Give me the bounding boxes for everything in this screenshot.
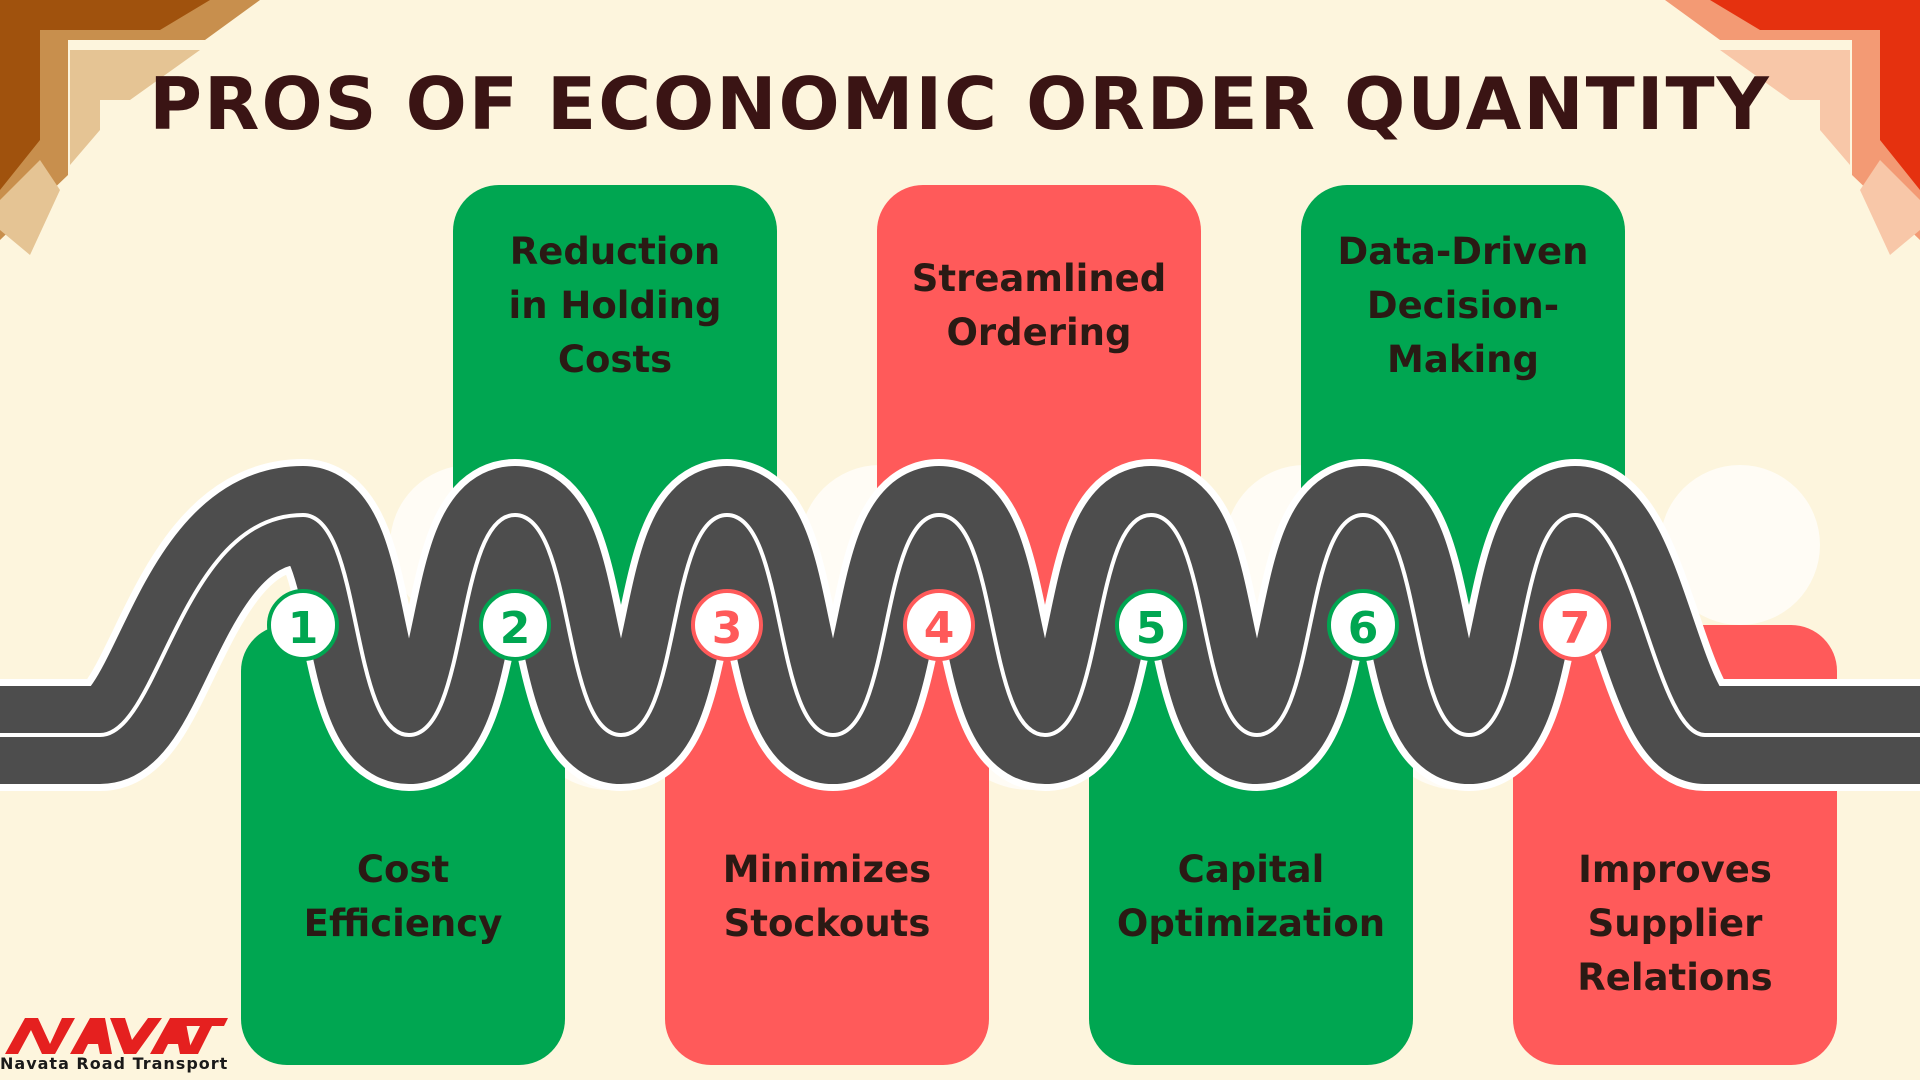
step-label-line: Improves	[1578, 848, 1772, 891]
step-number-2: 2	[479, 589, 551, 661]
step-label-line: Relations	[1577, 956, 1773, 999]
step-label-line: Stockouts	[723, 902, 931, 945]
step-label-line: Data-Driven	[1337, 230, 1589, 273]
step-number-4: 4	[903, 589, 975, 661]
step-label-line: Supplier	[1587, 902, 1763, 945]
step-number-7: 7	[1539, 589, 1611, 661]
step-label-line: Making	[1387, 338, 1539, 381]
step-label-line: Minimizes	[722, 848, 932, 891]
step-number-1: 1	[267, 589, 339, 661]
step-label-line: in Holding	[508, 284, 722, 327]
step-label-line: Decision-	[1366, 284, 1560, 327]
logo-caption: Navata Road Transport	[0, 1054, 229, 1073]
step-label-line: Ordering	[946, 311, 1132, 354]
step-label-line: Costs	[557, 338, 673, 381]
road-lane-line	[0, 512, 1920, 738]
step-label-line: Cost	[356, 848, 450, 891]
cloud-shape	[1660, 465, 1820, 625]
step-number-6: 6	[1327, 589, 1399, 661]
step-label-line: Optimization	[1116, 902, 1386, 945]
step-label-line: Reduction	[509, 230, 721, 273]
navata-logo-icon	[5, 1018, 228, 1054]
step-label-line: Efficiency	[303, 902, 503, 945]
corner-arrow-top-left	[0, 0, 260, 255]
step-label-line: Capital	[1177, 848, 1325, 891]
step-number-5: 5	[1115, 589, 1187, 661]
page-title: PROS OF ECONOMIC ORDER QUANTITY	[149, 62, 1771, 146]
step-number-3: 3	[691, 589, 763, 661]
corner-arrow-top-right	[1665, 0, 1920, 255]
step-label-line: Streamlined	[911, 257, 1167, 300]
